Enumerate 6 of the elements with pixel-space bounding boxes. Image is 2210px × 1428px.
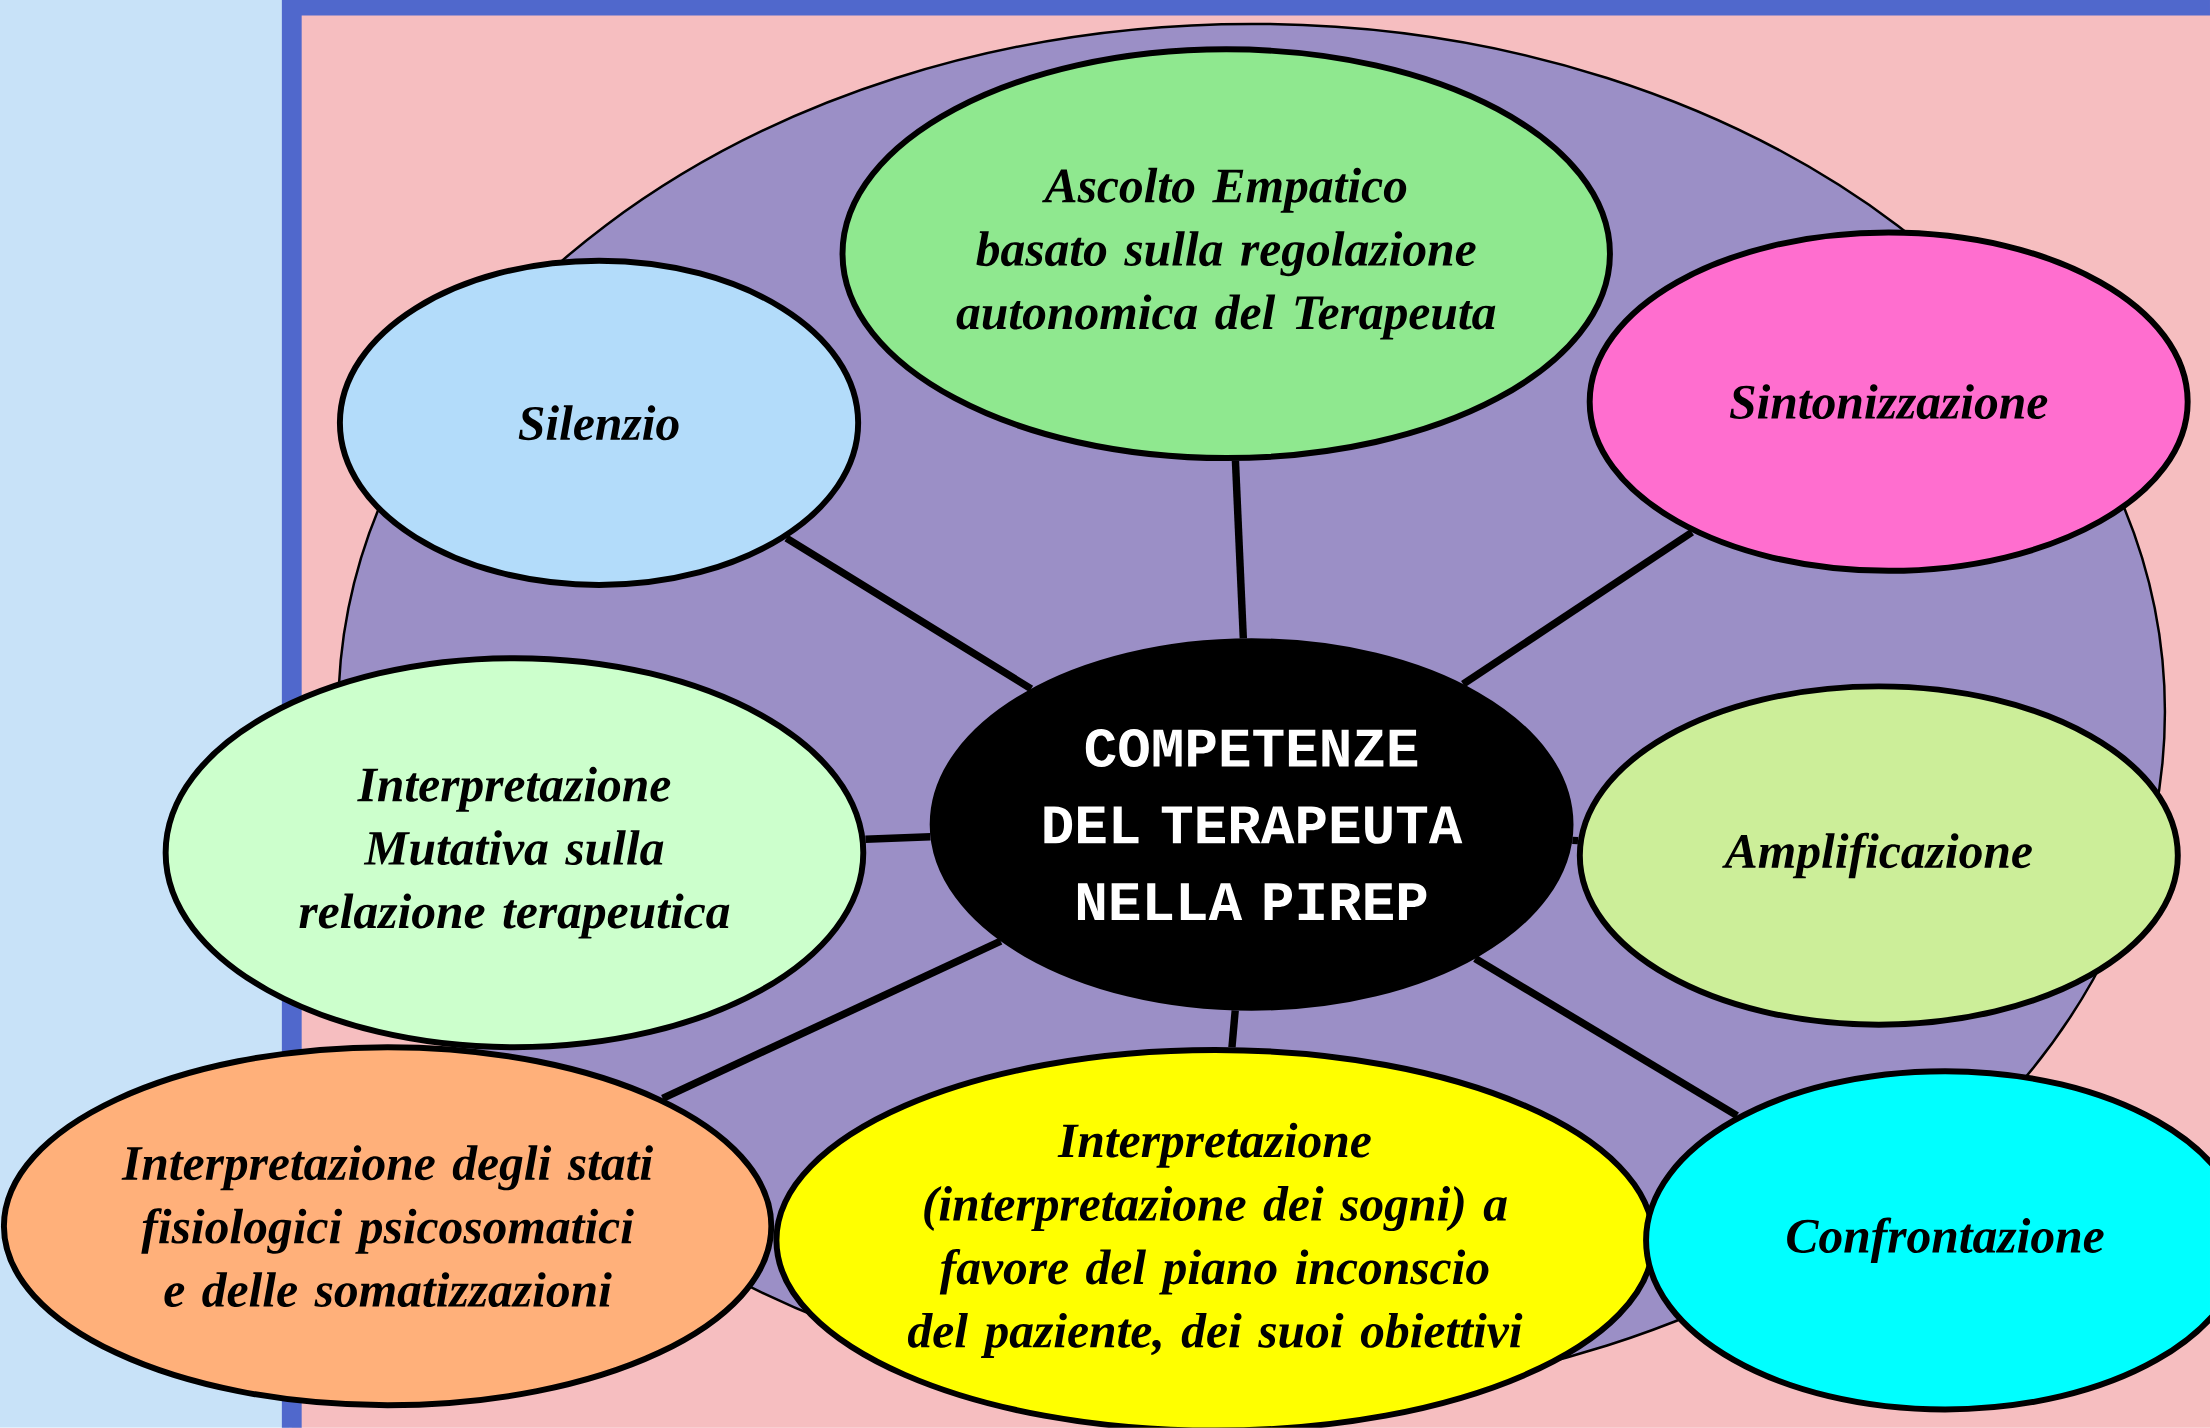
connector-line [865,833,931,844]
connector-line [1473,955,1739,1119]
connector-line [1572,836,1579,845]
connector-line [1461,529,1694,688]
connector-line [661,937,1003,1102]
connector-line [784,535,1034,693]
